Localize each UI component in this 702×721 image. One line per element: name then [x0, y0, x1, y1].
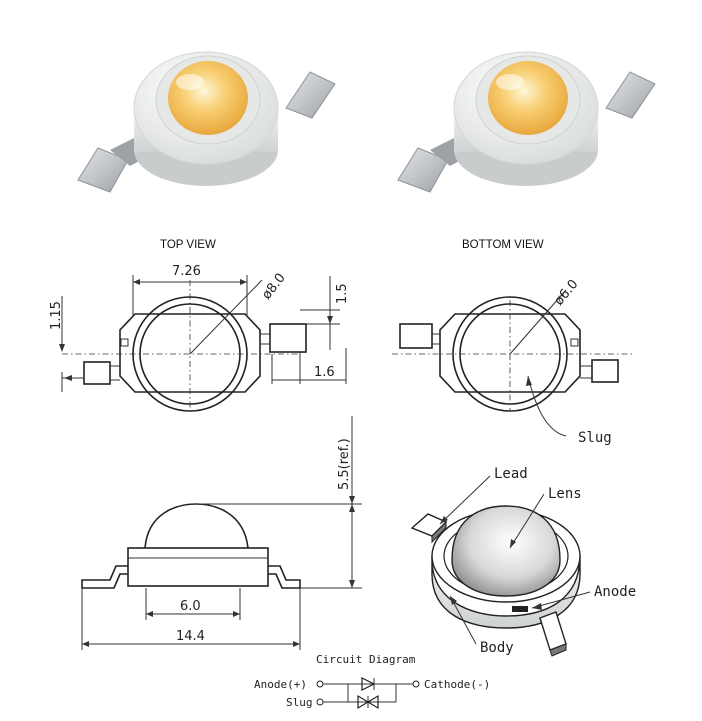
top-view-body-outline	[119, 313, 261, 393]
top-view-lead-left	[83, 361, 111, 385]
circuit-slug-terminal	[316, 698, 324, 706]
side-view-lead-right	[268, 565, 301, 589]
iso-lens	[451, 505, 561, 597]
label-anode: Anode	[594, 584, 636, 600]
circuit-cathode-terminal	[412, 680, 420, 688]
dim-tab-height: 1.5	[335, 283, 350, 304]
top-view-title: TOP VIEW	[160, 239, 216, 251]
circuit-diagram	[316, 677, 420, 710]
top-view-lead-right	[269, 323, 307, 353]
label-slug: Slug	[578, 430, 612, 446]
top-view-drawing	[59, 275, 347, 412]
bottom-view-lead-right	[591, 359, 619, 383]
circuit-led-diode	[361, 677, 376, 691]
led-left-tab-right	[285, 71, 336, 119]
dim-lead-offset: 1.15	[49, 301, 64, 330]
dim-lens-diameter: ø8.0	[259, 271, 288, 303]
dim-lead-width: 1.6	[314, 365, 335, 380]
iso-anode-tab	[539, 611, 567, 651]
label-lens: Lens	[548, 486, 582, 502]
dim-slug-diameter: ø6.0	[552, 277, 582, 309]
bottom-view-lead-left	[399, 323, 433, 349]
dim-overall-length: 14.4	[176, 629, 205, 644]
bottom-view-title: BOTTOM VIEW	[462, 239, 544, 251]
circuit-anode-terminal	[316, 680, 324, 688]
circuit-anode-label: Anode(+)	[254, 678, 307, 691]
led-left-lens	[168, 61, 248, 135]
circuit-title: Circuit Diagram	[316, 653, 416, 666]
side-view-body	[127, 547, 269, 587]
led-photo-left	[77, 51, 336, 193]
led-right-lens	[488, 61, 568, 135]
label-lead: Lead	[494, 466, 528, 482]
dim-height-ref: 5.5(ref.)	[337, 438, 352, 490]
circuit-protection-diode	[357, 694, 370, 710]
bottom-view-drawing	[392, 289, 632, 437]
side-view-lens-dome	[144, 503, 249, 549]
circuit-cathode-label: Cathode(-)	[424, 678, 490, 691]
led-photo-right	[397, 51, 656, 193]
label-body: Body	[480, 640, 514, 656]
dim-base-width: 6.0	[180, 599, 201, 614]
led-right-tab-right	[605, 71, 656, 119]
side-view-drawing	[81, 416, 362, 650]
dim-width-top: 7.26	[172, 264, 201, 279]
iso-view-drawing	[410, 475, 591, 657]
side-view-lead-left	[81, 565, 128, 589]
circuit-slug-label: Slug	[286, 696, 313, 709]
bottom-view-body-outline	[439, 313, 581, 393]
